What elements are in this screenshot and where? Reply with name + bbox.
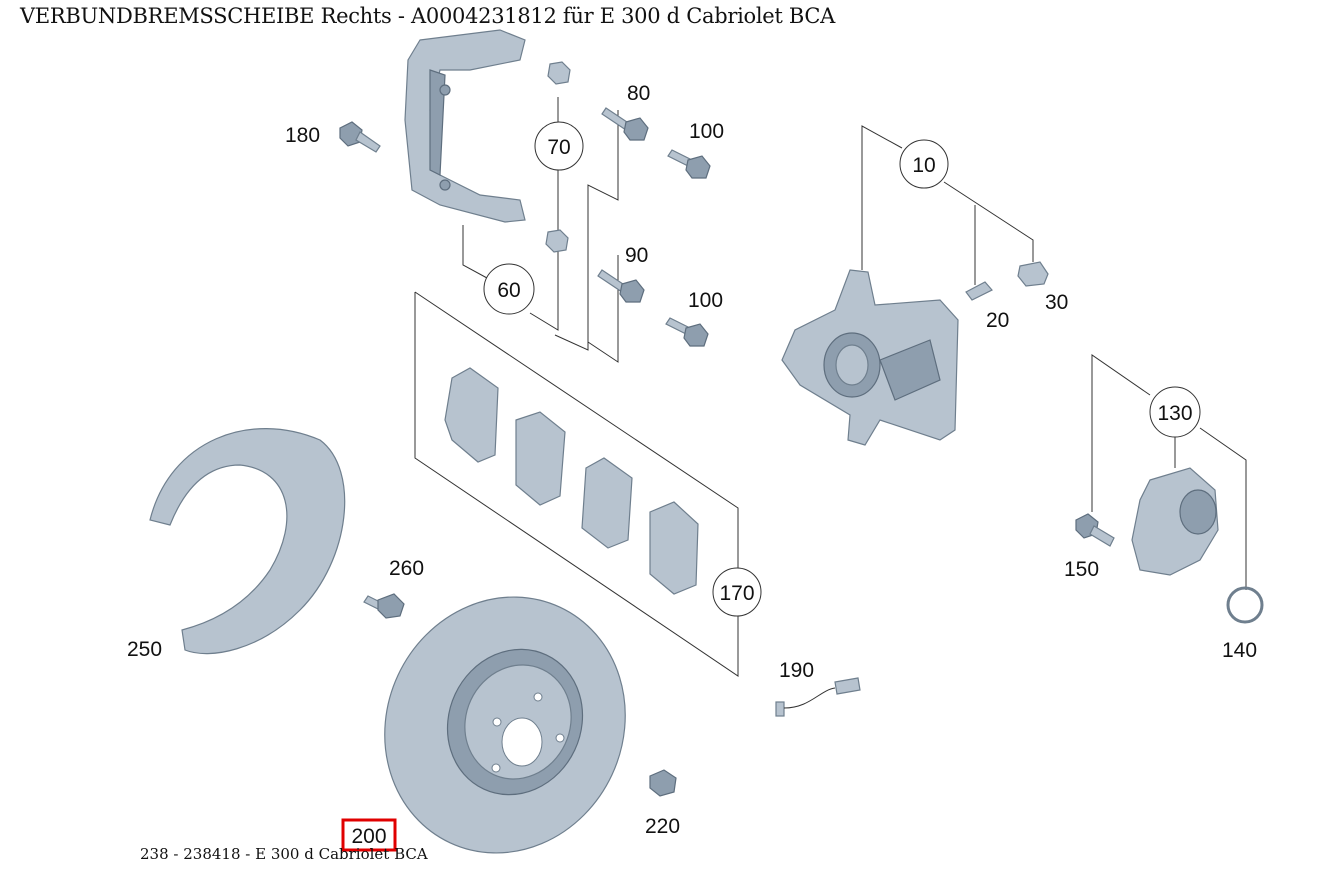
callout-10[interactable]: 10 bbox=[899, 139, 949, 189]
parking-brake-motor[interactable] bbox=[1131, 467, 1219, 576]
bolt-180[interactable] bbox=[339, 121, 381, 153]
callout-170[interactable]: 170 bbox=[712, 567, 762, 617]
bolt-100-top[interactable] bbox=[667, 149, 711, 179]
screw-220[interactable] bbox=[649, 769, 677, 797]
svg-text:170: 170 bbox=[719, 582, 754, 605]
cap-30[interactable] bbox=[1017, 261, 1049, 287]
brake-caliper[interactable] bbox=[781, 269, 959, 446]
callout-60[interactable]: 60 bbox=[483, 263, 535, 315]
label-80[interactable]: 80 bbox=[627, 82, 650, 105]
callout-70[interactable]: 70 bbox=[534, 121, 584, 171]
label-100-bottom[interactable]: 100 bbox=[688, 289, 723, 312]
svg-text:200: 200 bbox=[351, 825, 386, 848]
nut-70-bottom[interactable] bbox=[545, 229, 569, 253]
brake-pad-set[interactable] bbox=[444, 367, 699, 595]
caliper-carrier[interactable] bbox=[404, 29, 526, 223]
svg-text:70: 70 bbox=[547, 136, 570, 159]
nut-70-top[interactable] bbox=[547, 61, 571, 85]
o-ring-140[interactable] bbox=[1226, 586, 1264, 624]
label-30[interactable]: 30 bbox=[1045, 291, 1068, 314]
svg-text:60: 60 bbox=[497, 279, 520, 302]
label-250[interactable]: 250 bbox=[127, 638, 162, 661]
dust-shield-250[interactable] bbox=[149, 427, 346, 655]
footer-model-text: 238 - 238418 - E 300 d Cabriolet BCA bbox=[140, 845, 428, 863]
bolt-90[interactable] bbox=[597, 269, 645, 303]
bolt-80[interactable] bbox=[601, 107, 649, 141]
label-220[interactable]: 220 bbox=[645, 815, 680, 838]
wear-sensor-190[interactable] bbox=[775, 677, 861, 717]
label-180[interactable]: 180 bbox=[285, 124, 320, 147]
bleeder-valve-20[interactable] bbox=[965, 281, 993, 301]
svg-text:10: 10 bbox=[912, 154, 935, 177]
bolt-100-bottom[interactable] bbox=[665, 317, 709, 347]
label-20[interactable]: 20 bbox=[986, 309, 1009, 332]
highlighted-part-200[interactable]: 200 bbox=[341, 818, 397, 852]
label-260[interactable]: 260 bbox=[389, 557, 424, 580]
label-190[interactable]: 190 bbox=[779, 659, 814, 682]
label-140[interactable]: 140 bbox=[1222, 639, 1257, 662]
brake-disc-200[interactable] bbox=[343, 557, 667, 881]
svg-text:130: 130 bbox=[1157, 402, 1192, 425]
bolt-260[interactable] bbox=[363, 593, 405, 619]
label-100-top[interactable]: 100 bbox=[689, 120, 724, 143]
callout-130[interactable]: 130 bbox=[1149, 386, 1201, 438]
label-90[interactable]: 90 bbox=[625, 244, 648, 267]
label-150[interactable]: 150 bbox=[1064, 558, 1099, 581]
page-title: VERBUNDBREMSSCHEIBE Rechts - A0004231812… bbox=[20, 4, 836, 28]
bolt-150[interactable] bbox=[1075, 513, 1115, 547]
